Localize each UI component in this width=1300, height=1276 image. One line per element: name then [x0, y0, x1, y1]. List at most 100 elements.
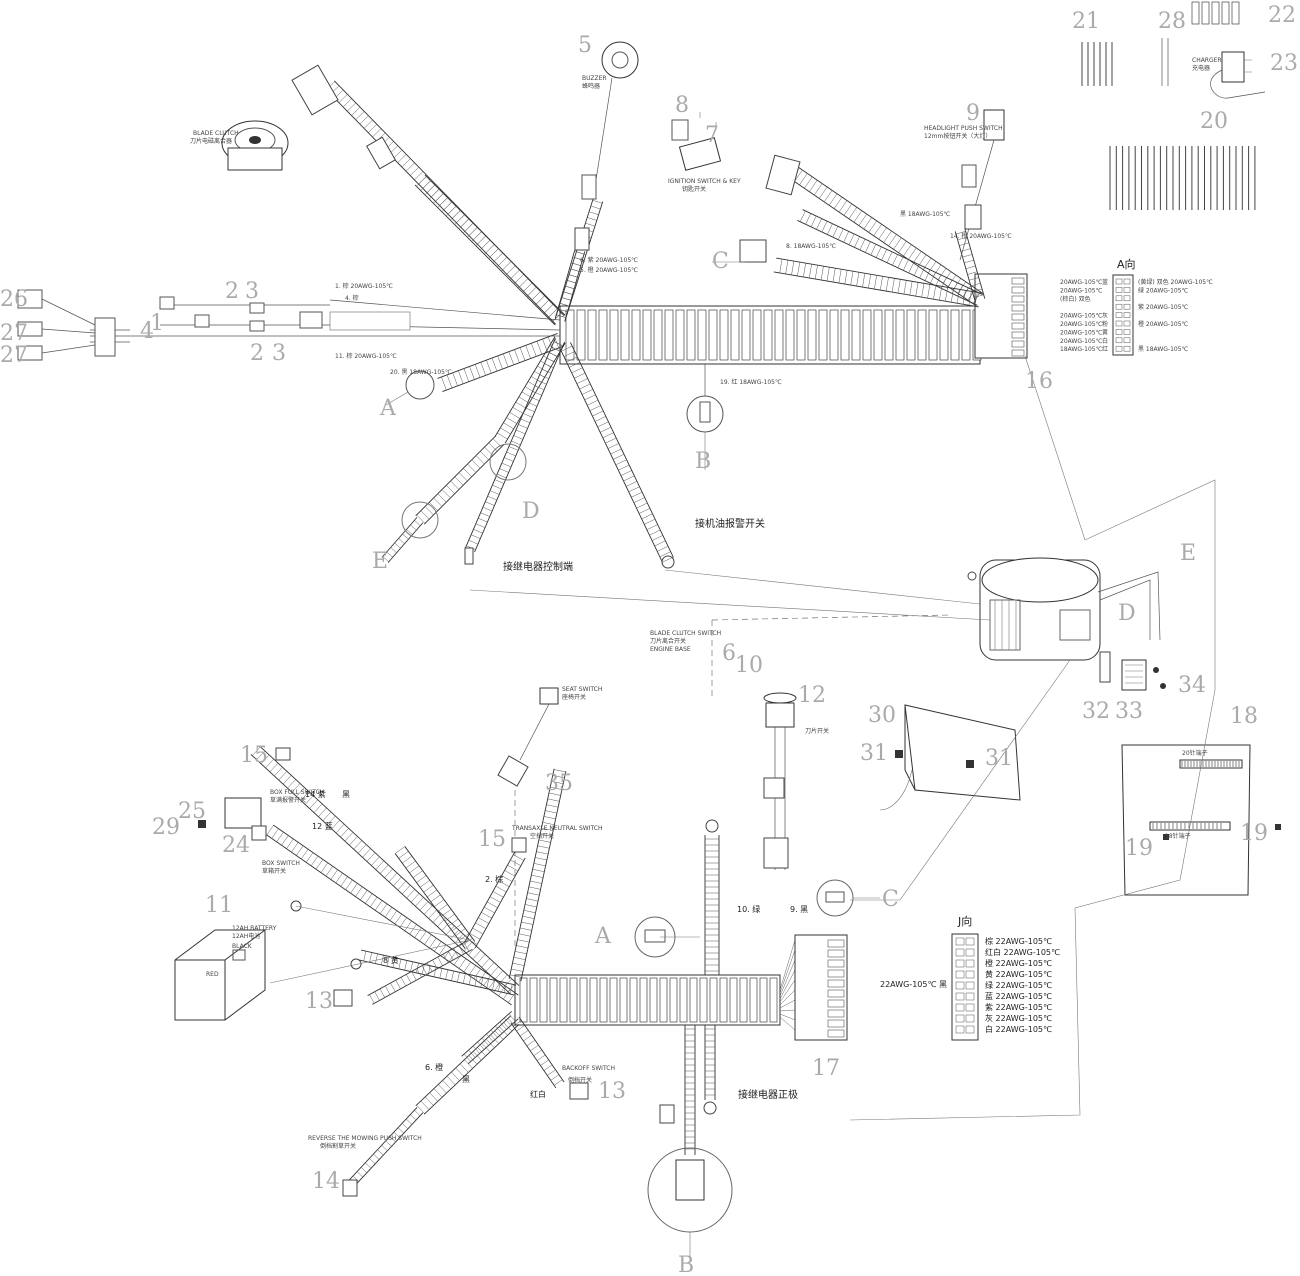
box-full-cn-label: 草满报警开关 — [270, 796, 306, 804]
table-a-mid: 黄 — [1102, 328, 1108, 336]
callout-2: 2 — [225, 279, 239, 304]
callout-31: 31 — [985, 746, 1013, 771]
blade-switch2-label: 刀片开关 — [805, 727, 829, 735]
blade-clutch — [221, 120, 289, 171]
callout-6: 6 — [722, 641, 736, 666]
charger-cn-label: 充电器 — [1192, 64, 1210, 72]
wire-label: 6. 橙 — [425, 1062, 443, 1072]
view-a: A — [379, 396, 397, 421]
callout-16: 16 — [1025, 369, 1053, 394]
callout-2: 2 — [250, 341, 264, 366]
callout-27: 27 — [0, 321, 28, 346]
callout-3: 3 — [272, 341, 286, 366]
battery — [174, 929, 266, 1021]
wire-label: 1. 棕 20AWG-105℃ — [335, 282, 393, 290]
callout-33: 33 — [1115, 699, 1143, 724]
upper-harness — [17, 41, 1028, 569]
box-switch-cn-label: 草箱开关 — [262, 867, 286, 875]
wire-label: 12 蓝 — [312, 821, 333, 831]
callout-7: 7 — [705, 123, 719, 148]
wire-label: 4. 棕 — [345, 294, 359, 302]
terminal-20-label: 20针端子 — [1182, 749, 1208, 757]
callout-15: 15 — [478, 827, 506, 852]
callout-27: 27 — [0, 343, 28, 368]
table-j-row: 紫 22AWG-105℃ — [985, 1003, 1052, 1012]
wire-label: 黑 — [342, 790, 350, 799]
table-a-right: 黑 18AWG-105℃ — [1138, 346, 1189, 353]
callout-10: 10 — [735, 653, 763, 678]
table-j-row: 棕 22AWG-105℃ — [985, 936, 1052, 946]
callout-3: 3 — [245, 279, 259, 304]
callout-17: 17 — [812, 1056, 840, 1081]
terminal-board — [1121, 744, 1281, 896]
callout-numbers: 1 2 2 3 3 4 5 6 7 8 9 10 11 12 13 13 14 … — [0, 3, 1298, 1194]
table-a-left: 20AWG-105℃ — [1060, 329, 1103, 336]
blade-push-switch — [763, 692, 797, 870]
view-e: E — [1180, 541, 1196, 566]
callout-1: 1 — [150, 311, 164, 336]
blade-clutch-switch-cn-label: 刀片离合开关 — [650, 637, 686, 645]
backoff-switch-cn-label: 倒档开关 — [568, 1076, 592, 1084]
table-j-row: 绿 22AWG-105℃ — [985, 981, 1052, 990]
connector-j-table: J向 22AWG-105℃ 黑 棕 22AWG-105℃红白 22AWG-105… — [880, 914, 1060, 1041]
table-a-left: 20AWG-105℃ — [1060, 287, 1103, 294]
ignition-cn-label: 钥匙开关 — [682, 185, 706, 193]
component-labels: 接机油报警开关 接继电器控制端 接继电器正极 BLADE CLUTCH 刀片电磁… — [190, 57, 1222, 1150]
table-a-mid: 粉 — [1102, 320, 1108, 328]
wire-label: 20. 黑 18AWG-105℃ — [390, 369, 452, 376]
table-j-left: 22AWG-105℃ 黑 — [880, 980, 947, 989]
table-a-right: (黄绿) 双色 20AWG-105℃ — [1138, 278, 1213, 286]
view-b: B — [695, 449, 711, 474]
callout-18: 18 — [1230, 704, 1258, 729]
wire-label: 14. 橙 20AWG-105℃ — [950, 232, 1012, 240]
callout-19: 19 — [1240, 821, 1268, 846]
engine — [967, 557, 1166, 691]
headlight-switch — [959, 109, 1005, 261]
wire-label: 11. 棕 20AWG-105℃ — [335, 352, 397, 360]
callout-29: 29 — [152, 815, 180, 840]
table-a-mid: 蓝 — [1102, 278, 1108, 286]
blade-clutch-cn-label: 刀片电磁离合器 — [190, 137, 232, 145]
table-j-row: 黄 22AWG-105℃ — [985, 969, 1052, 979]
box-full-label: BOX FULL SWITCH — [270, 789, 324, 796]
table-a-left: 20AWG-105℃ — [1060, 313, 1103, 320]
engine-base-label: ENGINE BASE — [650, 646, 691, 653]
callout-22: 22 — [1268, 3, 1296, 28]
table-j-row: 蓝 22AWG-105℃ — [985, 991, 1052, 1001]
table-a-mid: 白 — [1102, 337, 1108, 345]
callout-19: 19 — [1125, 836, 1153, 861]
wire-label: 14 紫 — [305, 790, 326, 799]
buzzer — [581, 41, 639, 200]
neutral-switch-cn-label: 空挡开关 — [530, 832, 554, 840]
headlight-label: HEADLIGHT PUSH SWITCH — [924, 125, 1003, 132]
wire-label: 10. 绿 — [737, 905, 760, 914]
table-a-right: 橙 20AWG-105℃ — [1138, 320, 1189, 328]
starter-relay-control-label: 接继电器控制端 — [503, 560, 573, 573]
callout-32: 32 — [1082, 699, 1110, 724]
view-letters: A A B B C C D D E E — [372, 249, 1196, 1276]
table-a-left: 18AWG-105℃ — [1060, 346, 1103, 353]
connector-j — [794, 934, 848, 1041]
callout-31: 31 — [860, 741, 888, 766]
callout-26: 26 — [0, 287, 28, 312]
ignition-switch — [671, 112, 722, 171]
callout-28: 28 — [1158, 9, 1186, 34]
table-a-right: 绿 20AWG-105℃ — [1138, 286, 1189, 294]
wire-label: 黑 — [462, 1075, 470, 1084]
callout-13: 13 — [598, 1079, 626, 1104]
table-a-left: 20AWG-105℃ — [1060, 321, 1103, 328]
neutral-switch-label: TRANSAXLE NEUTRAL SWITCH — [511, 825, 603, 832]
table-a-right: 紫 20AWG-105℃ — [1138, 303, 1189, 311]
controller-module — [879, 704, 1021, 811]
charger — [1210, 51, 1266, 99]
reverse-switch-cn-label: 倒档割草开关 — [320, 1142, 356, 1150]
reverse-switch-label: REVERSE THE MOWING PUSH SWITCH — [308, 1135, 422, 1142]
callout-12: 12 — [798, 683, 826, 708]
callout-14: 14 — [312, 1169, 340, 1194]
battery-black-label: BLACK — [232, 943, 253, 950]
view-c: C — [882, 887, 899, 912]
lower-harness — [174, 687, 880, 1260]
callout-30: 30 — [868, 703, 896, 728]
battery-cn-label: 12AH电池 — [232, 932, 260, 940]
callout-4: 4 — [140, 319, 154, 344]
